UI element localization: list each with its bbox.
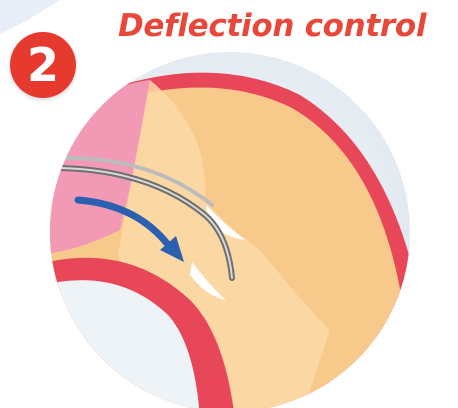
step-number-badge: 2 xyxy=(10,32,76,98)
corner-shade xyxy=(0,0,60,34)
step-title: Deflection control xyxy=(118,6,426,46)
